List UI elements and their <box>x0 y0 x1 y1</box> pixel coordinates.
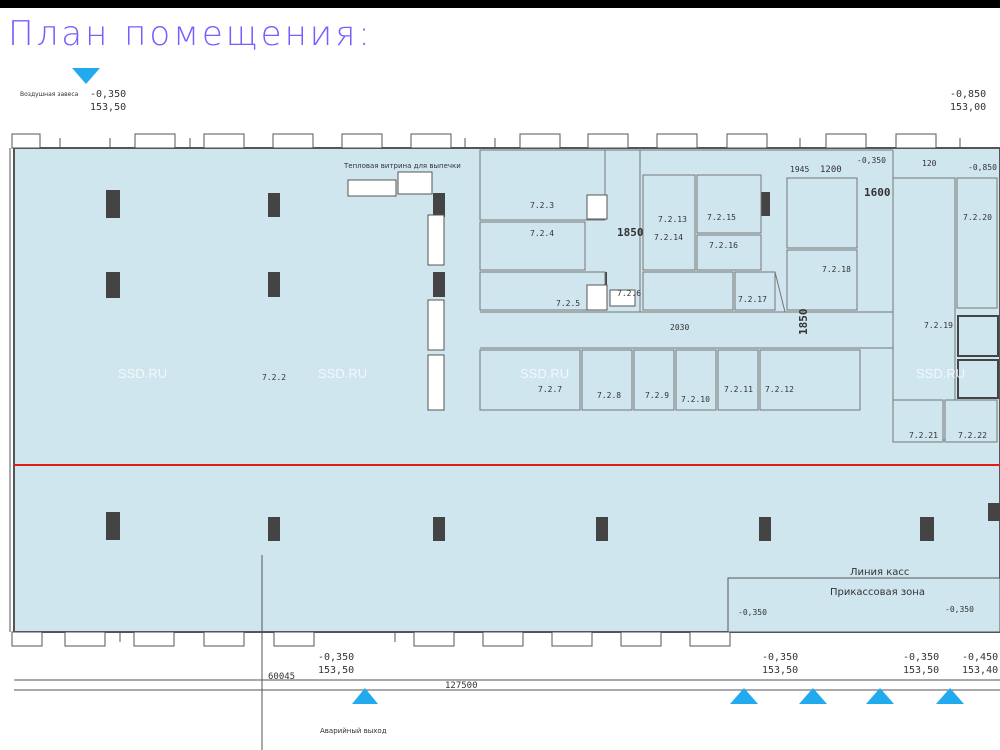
dimension-lines <box>9 148 1000 750</box>
level-s3-2: 153,50 <box>903 665 939 676</box>
level-s3-1: -0,350 <box>903 652 939 663</box>
service-rooms <box>479 149 998 443</box>
exit-marker-icon <box>352 688 378 704</box>
level-s4-1: -0,450 <box>962 652 998 663</box>
room-number: 7.2.19 <box>924 321 953 330</box>
room-number: 7.2.15 <box>707 213 736 222</box>
level-s2-2: 153,50 <box>762 665 798 676</box>
watermark: SSD.RU <box>916 366 965 381</box>
kassa-line-label: Линия касс <box>850 567 909 578</box>
watermark: SSD.RU <box>318 366 367 381</box>
mark-3: -0,350 <box>738 608 767 617</box>
dim-1600: 1600 <box>864 186 891 199</box>
exit-marker-icon <box>936 688 964 704</box>
dim-offset: 60045 <box>268 672 295 682</box>
mark-2: -0,850 <box>968 163 997 172</box>
level-ne-1: -0,850 <box>950 89 986 100</box>
room-number: 7.2.2 <box>262 373 286 382</box>
emergency-exit-label: Аварийный выход <box>320 727 387 735</box>
dim-120: 120 <box>922 159 937 168</box>
room-number: 7.2.11 <box>724 385 753 394</box>
room-number: 7.2.16 <box>709 241 738 250</box>
watermark: SSD.RU <box>118 366 167 381</box>
room-number: 7.2.20 <box>963 213 992 222</box>
page-title: План помещения: <box>8 14 373 54</box>
room-number: 7.2.13 <box>658 215 687 224</box>
dim-2030: 2030 <box>670 323 689 332</box>
entrance-marker-icon <box>72 68 100 84</box>
exit-marker-icon <box>866 688 894 704</box>
dim-1850b: 1850 <box>797 309 810 336</box>
mark-4: -0,350 <box>945 605 974 614</box>
room-number: 7.2.5 <box>556 299 580 308</box>
level-nw-1: -0,350 <box>90 89 126 100</box>
exit-marker-icon <box>799 688 827 704</box>
level-s1-2: 153,50 <box>318 665 354 676</box>
room-number: 7.2.8 <box>597 391 621 400</box>
cold-rooms <box>957 315 999 399</box>
dim-1945: 1945 <box>790 165 809 174</box>
shelves-label: Тепловая витрина для выпечки <box>343 162 461 170</box>
room-number: 7.2.12 <box>765 385 794 394</box>
room-number: 7.2.22 <box>958 431 987 440</box>
room-number: 7.2.21 <box>909 431 938 440</box>
level-s2-1: -0,350 <box>762 652 798 663</box>
marker-triangles <box>72 68 964 704</box>
room-number: 7.2.6 <box>617 289 641 298</box>
room-number: 7.2.3 <box>530 201 554 210</box>
level-nw-2: 153,50 <box>90 102 126 113</box>
level-s1-1: -0,350 <box>318 652 354 663</box>
dim-total: 127500 <box>445 681 478 691</box>
level-s4-2: 153,40 <box>962 665 998 676</box>
room-number: 7.2.18 <box>822 265 851 274</box>
room-number: 7.2.7 <box>538 385 562 394</box>
room-number: 7.2.14 <box>654 233 683 242</box>
corridors <box>480 149 894 349</box>
mark-1: -0,350 <box>857 156 886 165</box>
dim-1200: 1200 <box>820 165 842 175</box>
room-number: 7.2.9 <box>645 391 669 400</box>
dim-1850a: 1850 <box>617 226 644 239</box>
wall-ticks <box>59 138 961 642</box>
room-number: 7.2.4 <box>530 229 554 238</box>
prikassa-label: Прикассовая зона <box>830 587 925 598</box>
air-curtain-label: Воздушная завеса <box>20 91 79 98</box>
room-number: 7.2.10 <box>681 395 710 404</box>
top-windows <box>11 133 937 149</box>
watermark: SSD.RU <box>520 366 569 381</box>
top-bar <box>0 0 1000 8</box>
level-ne-2: 153,00 <box>950 102 986 113</box>
room-number: 7.2.17 <box>738 295 767 304</box>
shelving <box>347 171 636 411</box>
exit-marker-icon <box>730 688 758 704</box>
bottom-windows <box>11 631 731 647</box>
